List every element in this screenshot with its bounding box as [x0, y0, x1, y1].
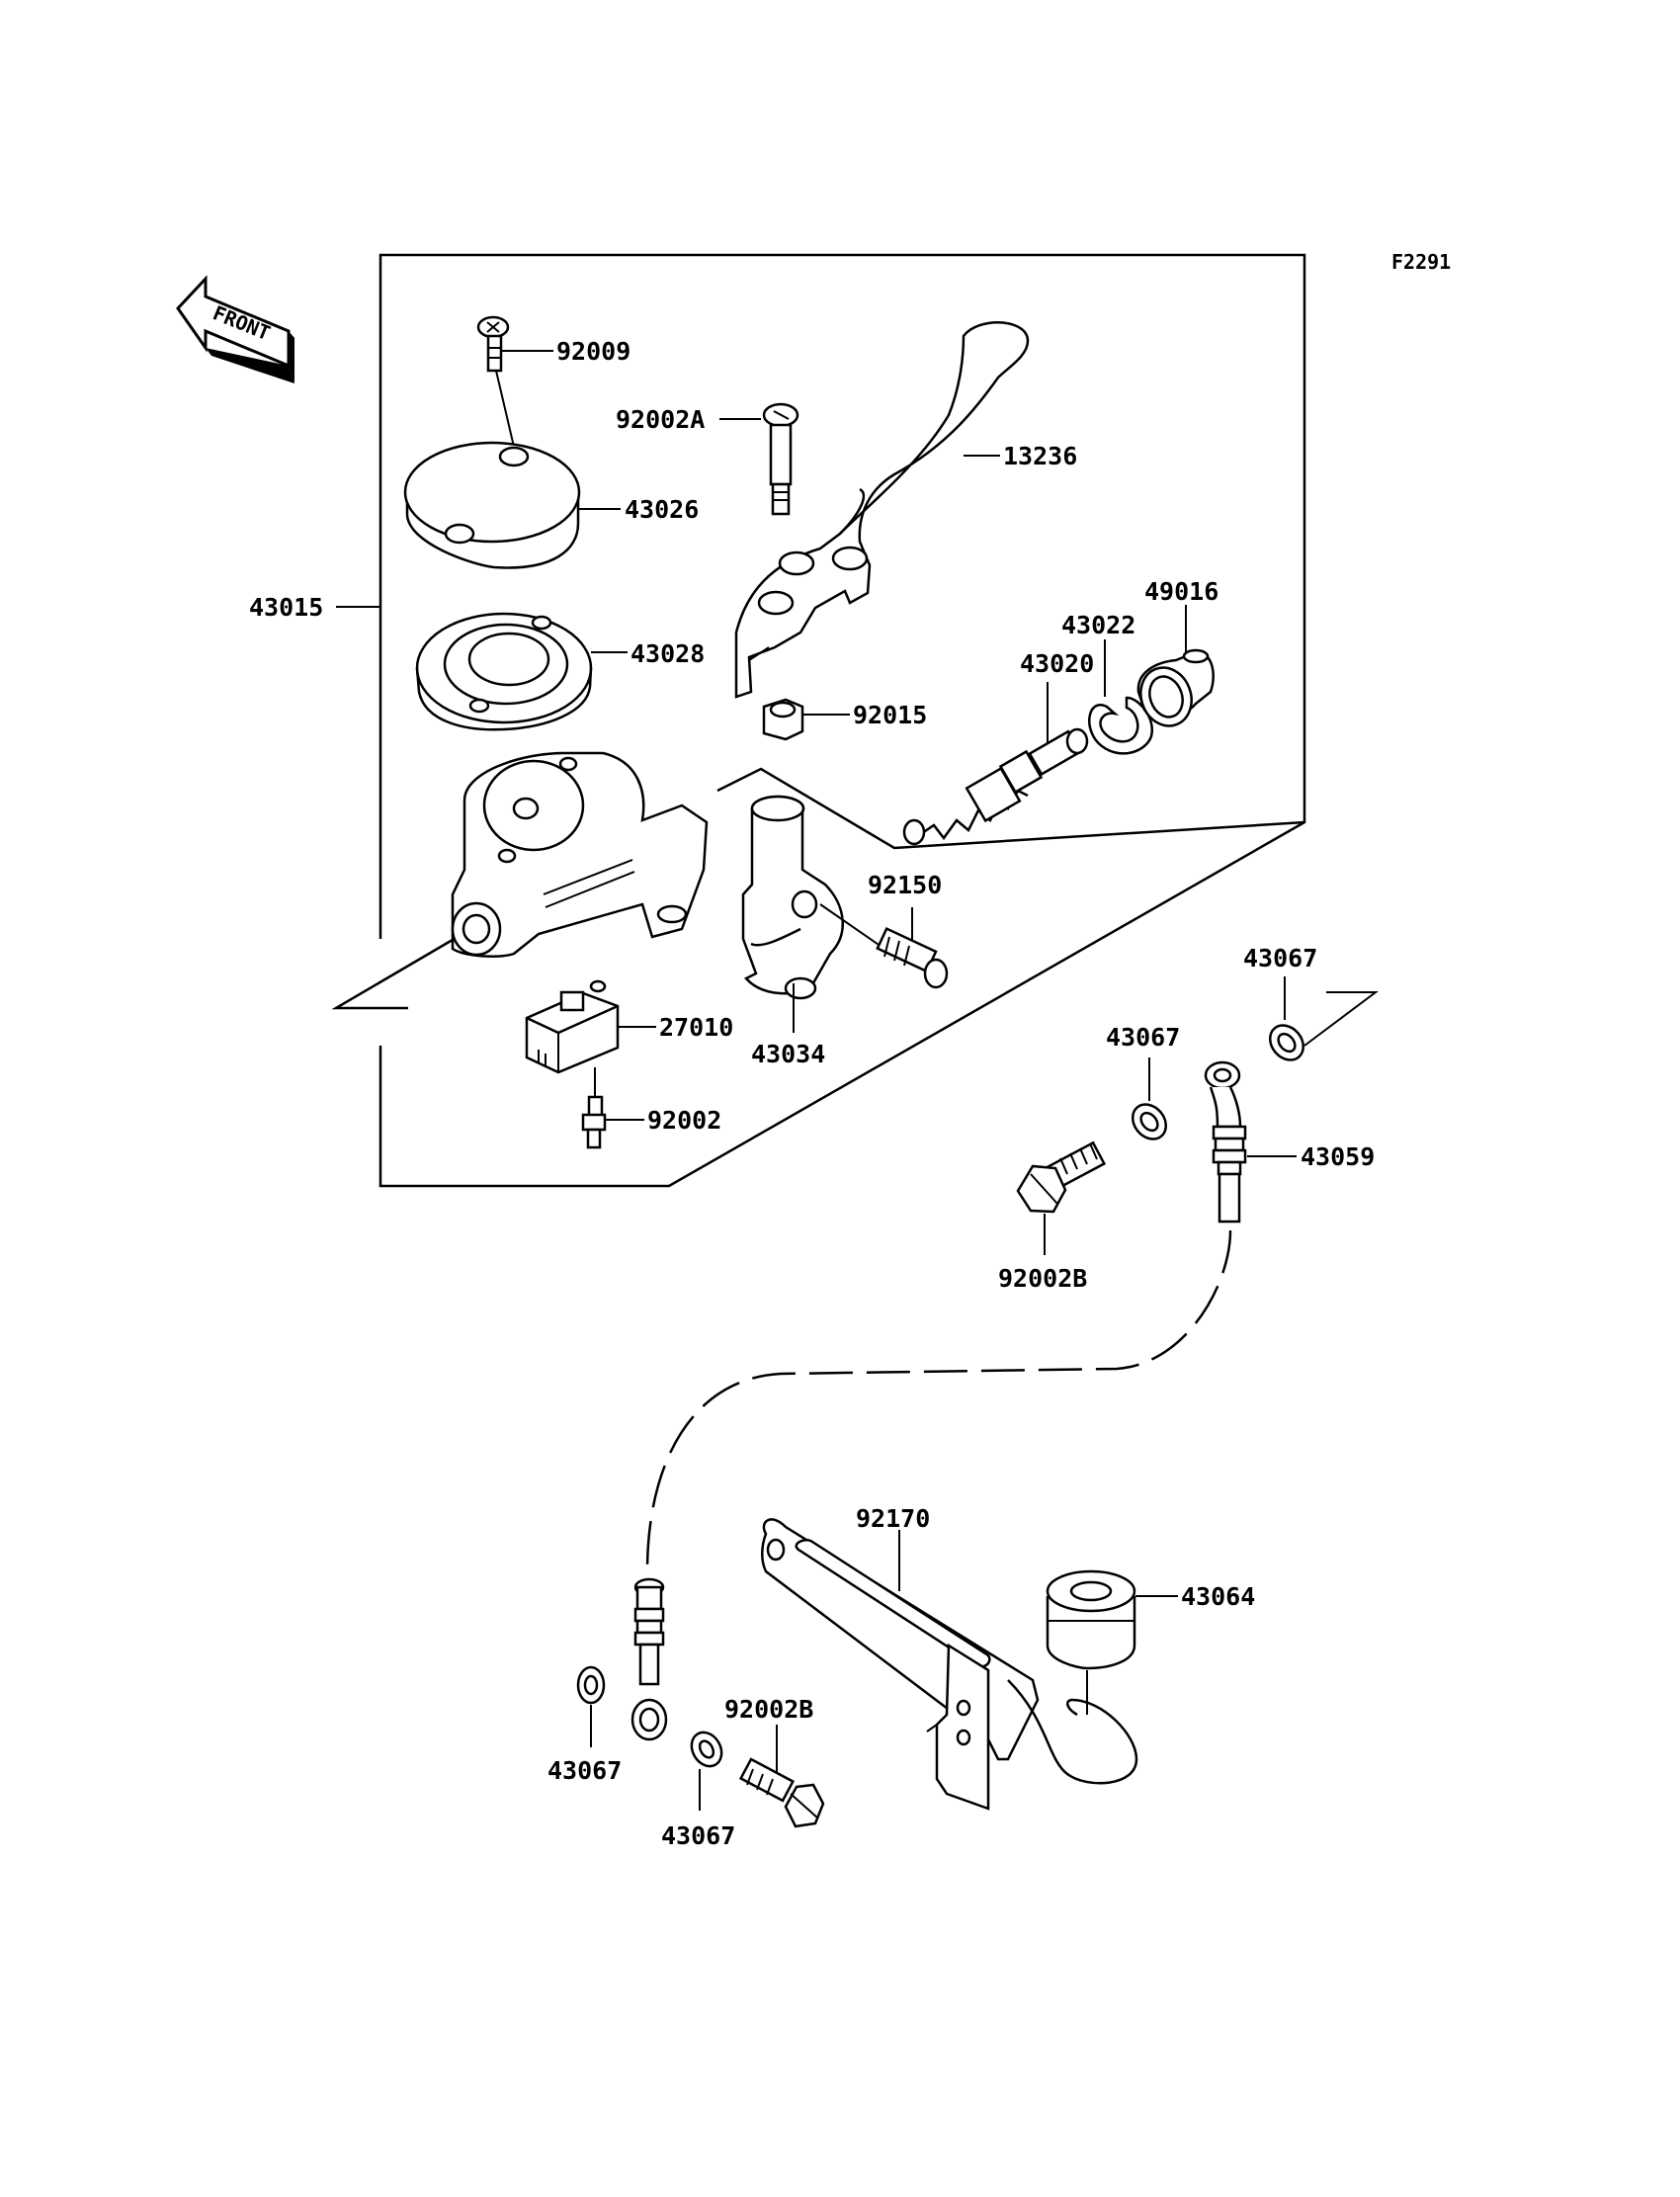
banjo-bolt-icon [1016, 1141, 1107, 1214]
brake-hose-43059[interactable]: 43059 [1204, 1060, 1375, 1224]
clamp-bolt-icon [819, 903, 949, 989]
label-43067-lower-center: 43067 [661, 1821, 735, 1850]
label-43020: 43020 [1020, 649, 1094, 678]
label-92009: 92009 [556, 337, 630, 366]
reservoir-cap-43026[interactable]: 43026 [403, 441, 699, 569]
piston-43020[interactable]: 43020 [902, 649, 1094, 846]
circlip-icon [1088, 696, 1154, 755]
banjo-bolt-icon [738, 1757, 825, 1828]
hose-bracket-icon [761, 1518, 1040, 1811]
hose-hook-wire [1007, 1679, 1138, 1785]
banjo-bolt-92002B-lower[interactable]: 92002B [724, 1695, 825, 1828]
washer-icon [1268, 1024, 1305, 1061]
pivot-bolt-92002A[interactable]: 92002A [616, 402, 799, 516]
label-13236: 13236 [1003, 442, 1077, 470]
label-92170: 92170 [856, 1504, 930, 1533]
label-43015: 43015 [249, 593, 323, 622]
washer-icon [1131, 1103, 1168, 1141]
master-cylinder-body [451, 751, 709, 958]
label-43028: 43028 [630, 639, 705, 668]
label-43059: 43059 [1301, 1142, 1375, 1171]
label-43034: 43034 [751, 1040, 825, 1068]
screw-icon [476, 315, 515, 448]
diaphragm-43028[interactable]: 43028 [415, 612, 705, 731]
washer-icon [690, 1731, 723, 1768]
label-92150: 92150 [868, 871, 942, 899]
washer-icon [576, 1665, 606, 1705]
assembly-outline [331, 253, 1306, 1188]
hose-bracket-92170[interactable]: 92170 [761, 1504, 1040, 1811]
label-43064: 43064 [1181, 1582, 1255, 1611]
brake-lever-13236[interactable]: 13236 [734, 321, 1077, 699]
washer-43067-middle[interactable]: 43067 [1106, 1023, 1180, 1145]
label-49016: 49016 [1144, 577, 1218, 606]
grommet-43064[interactable]: 43064 [1046, 1569, 1255, 1715]
nut-92015[interactable]: 92015 [762, 698, 927, 741]
brake-hose-lower-end [630, 1577, 668, 1741]
label-43067-middle: 43067 [1106, 1023, 1180, 1052]
reservoir-cap-icon [403, 441, 581, 569]
label-92002B-upper: 92002B [998, 1264, 1087, 1293]
label-92002B-lower: 92002B [724, 1695, 813, 1724]
piston-icon [902, 727, 1089, 846]
label-92015: 92015 [853, 701, 927, 729]
grommet-icon [1046, 1569, 1136, 1670]
label-43067-upper-right: 43067 [1243, 944, 1317, 972]
figure-code: F2291 [1391, 250, 1451, 274]
switch-screw-92002[interactable]: 92002 [581, 1067, 721, 1149]
label-92002: 92002 [647, 1106, 721, 1135]
pivot-bolt-icon [762, 402, 799, 516]
hose-end-icon [630, 1577, 668, 1741]
brake-lever-icon [734, 321, 1030, 699]
washer-43067-lower-center[interactable]: 43067 [661, 1727, 735, 1850]
diaphragm-icon [415, 612, 593, 731]
brake-switch-27010[interactable]: 27010 [525, 979, 733, 1074]
dust-boot-icon [1136, 648, 1215, 727]
label-92002A: 92002A [616, 405, 705, 434]
master-cylinder-body-icon [451, 751, 709, 958]
front-arrow-icon: FRONT [176, 275, 294, 383]
brake-switch-icon [525, 979, 620, 1074]
label-27010: 27010 [659, 1013, 733, 1042]
label-43022: 43022 [1061, 611, 1135, 639]
clamp-holder-43034[interactable]: 43034 [741, 795, 844, 1068]
label-43067-lower-left: 43067 [547, 1756, 622, 1785]
master-cylinder-assembly-43015[interactable]: 43015 [249, 593, 380, 622]
screw-92009[interactable]: 92009 [476, 315, 630, 448]
clamp-holder-icon [741, 795, 844, 1000]
clamp-bolt-92150[interactable]: 92150 [819, 871, 949, 989]
circlip-43022[interactable]: 43022 [1061, 611, 1154, 755]
banjo-bolt-92002B-upper[interactable]: 92002B [998, 1141, 1107, 1293]
dust-boot-49016[interactable]: 49016 [1133, 577, 1218, 733]
hose-route-dashed-line [645, 1229, 1232, 1572]
washer-43067-lower-left[interactable]: 43067 [547, 1665, 622, 1785]
switch-screw-icon [581, 1067, 607, 1149]
label-43026: 43026 [625, 495, 699, 524]
brake-hose-icon [1204, 1060, 1247, 1224]
nut-icon [762, 698, 804, 741]
washer-43067-upper-right[interactable]: 43067 [1243, 944, 1379, 1066]
